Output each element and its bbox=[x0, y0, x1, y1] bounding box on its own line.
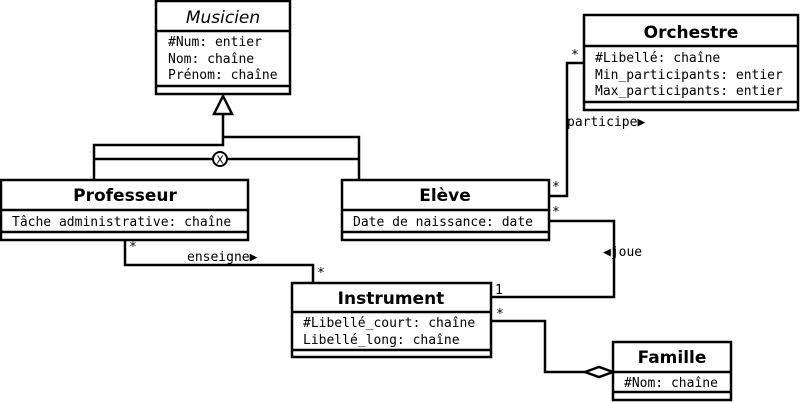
class-name: Musicien bbox=[186, 8, 260, 28]
association-joue: * ◀joue 1 bbox=[491, 205, 642, 299]
constraint-symbol: X bbox=[216, 154, 224, 167]
attribute: Nom: chaîne bbox=[168, 52, 254, 67]
attribute: Prénom: chaîne bbox=[168, 68, 278, 83]
association-enseigne: * enseigne▶ * bbox=[123, 240, 325, 283]
generalization: X bbox=[92, 93, 361, 180]
association-label: enseigne▶ bbox=[187, 250, 258, 265]
attribute: Libellé_long: chaîne bbox=[303, 333, 460, 348]
attribute: Max_participants: entier bbox=[595, 84, 783, 99]
aggregation-famille: * bbox=[491, 307, 617, 379]
class-name: Famille bbox=[638, 348, 707, 368]
class-instrument[interactable]: Instrument #Libellé_court: chaîne Libell… bbox=[290, 281, 493, 359]
multiplicity: * bbox=[317, 266, 325, 281]
attribute: Tâche administrative: chaîne bbox=[12, 215, 231, 230]
class-famille[interactable]: Famille #Nom: chaîne bbox=[611, 340, 733, 402]
class-orchestre[interactable]: Orchestre #Libellé: chaîne Min_participa… bbox=[582, 13, 800, 112]
attribute: #Num: entier bbox=[168, 35, 262, 50]
attribute: #Nom: chaîne bbox=[624, 376, 718, 391]
attribute: #Libellé_court: chaîne bbox=[303, 316, 475, 331]
multiplicity: * bbox=[496, 307, 504, 322]
multiplicity: 1 bbox=[495, 283, 503, 298]
class-name: Orchestre bbox=[644, 23, 739, 43]
aggregation-diamond-icon bbox=[581, 365, 617, 379]
class-professeur[interactable]: Professeur Tâche administrative: chaîne bbox=[0, 178, 250, 242]
class-musicien[interactable]: Musicien #Num: entier Nom: chaîne Prénom… bbox=[154, 0, 292, 96]
multiplicity: * bbox=[552, 205, 560, 220]
inheritance-triangle-icon bbox=[211, 93, 235, 116]
class-name: Elève bbox=[419, 186, 471, 206]
multiplicity: * bbox=[571, 48, 579, 63]
multiplicity: * bbox=[552, 180, 560, 195]
association-label: ◀joue bbox=[603, 245, 642, 260]
attribute: Min_participants: entier bbox=[595, 68, 783, 83]
multiplicity: * bbox=[129, 240, 137, 255]
attribute: #Libellé: chaîne bbox=[595, 51, 720, 66]
class-eleve[interactable]: Elève Date de naissance: date bbox=[340, 178, 551, 242]
association-label: participe▶ bbox=[567, 115, 645, 130]
association-participe: * * participe▶ bbox=[549, 48, 645, 198]
xor-constraint-icon bbox=[212, 151, 228, 167]
class-name: Professeur bbox=[73, 186, 177, 206]
class-name: Instrument bbox=[338, 289, 445, 309]
attribute: Date de naissance: date bbox=[353, 215, 533, 230]
